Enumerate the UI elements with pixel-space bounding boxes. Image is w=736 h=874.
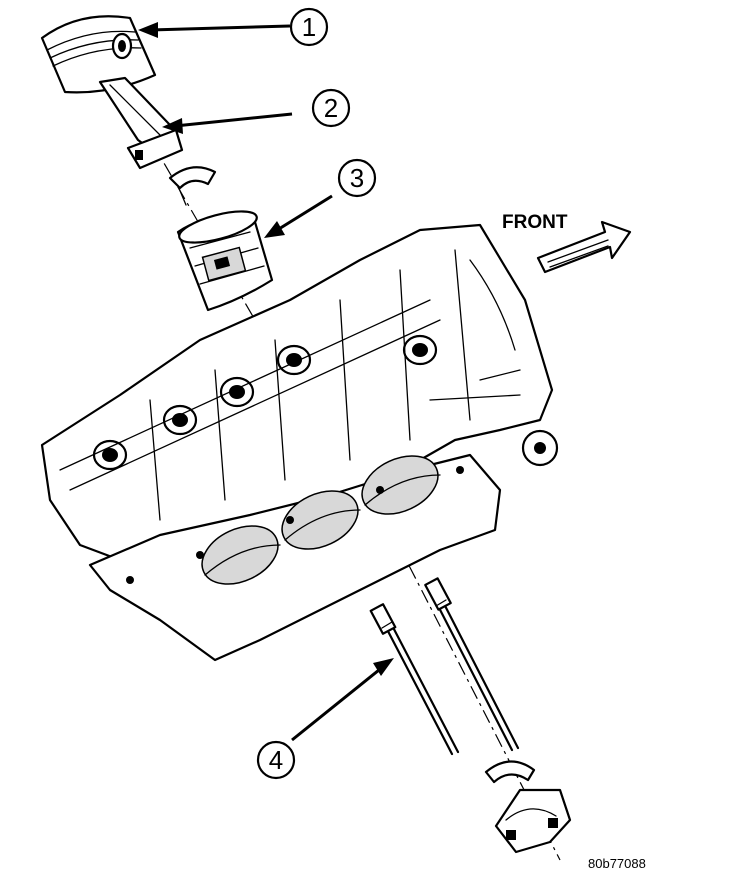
callout-3: 3	[337, 158, 377, 198]
connecting-rod	[98, 76, 184, 170]
front-direction-arrow	[536, 220, 632, 274]
rod-bearing-upper	[168, 166, 217, 206]
rod-bolt-guides	[369, 577, 520, 756]
callout-2-number: 2	[324, 93, 338, 123]
figure-id: 80b77088	[588, 856, 646, 871]
callout-4-number: 4	[269, 745, 283, 775]
rod-cap	[494, 788, 572, 854]
callout-1-number: 1	[302, 12, 316, 42]
piston	[40, 15, 157, 94]
callout-leaders	[138, 22, 394, 742]
callout-1: 1	[289, 7, 329, 47]
engine-block	[40, 223, 559, 662]
rod-bearing-lower	[484, 760, 536, 784]
callout-3-number: 3	[350, 163, 364, 193]
front-label: FRONT	[502, 212, 568, 233]
piston-ring-compressor	[176, 210, 274, 312]
callout-2: 2	[311, 88, 351, 128]
callout-4: 4	[256, 740, 296, 780]
